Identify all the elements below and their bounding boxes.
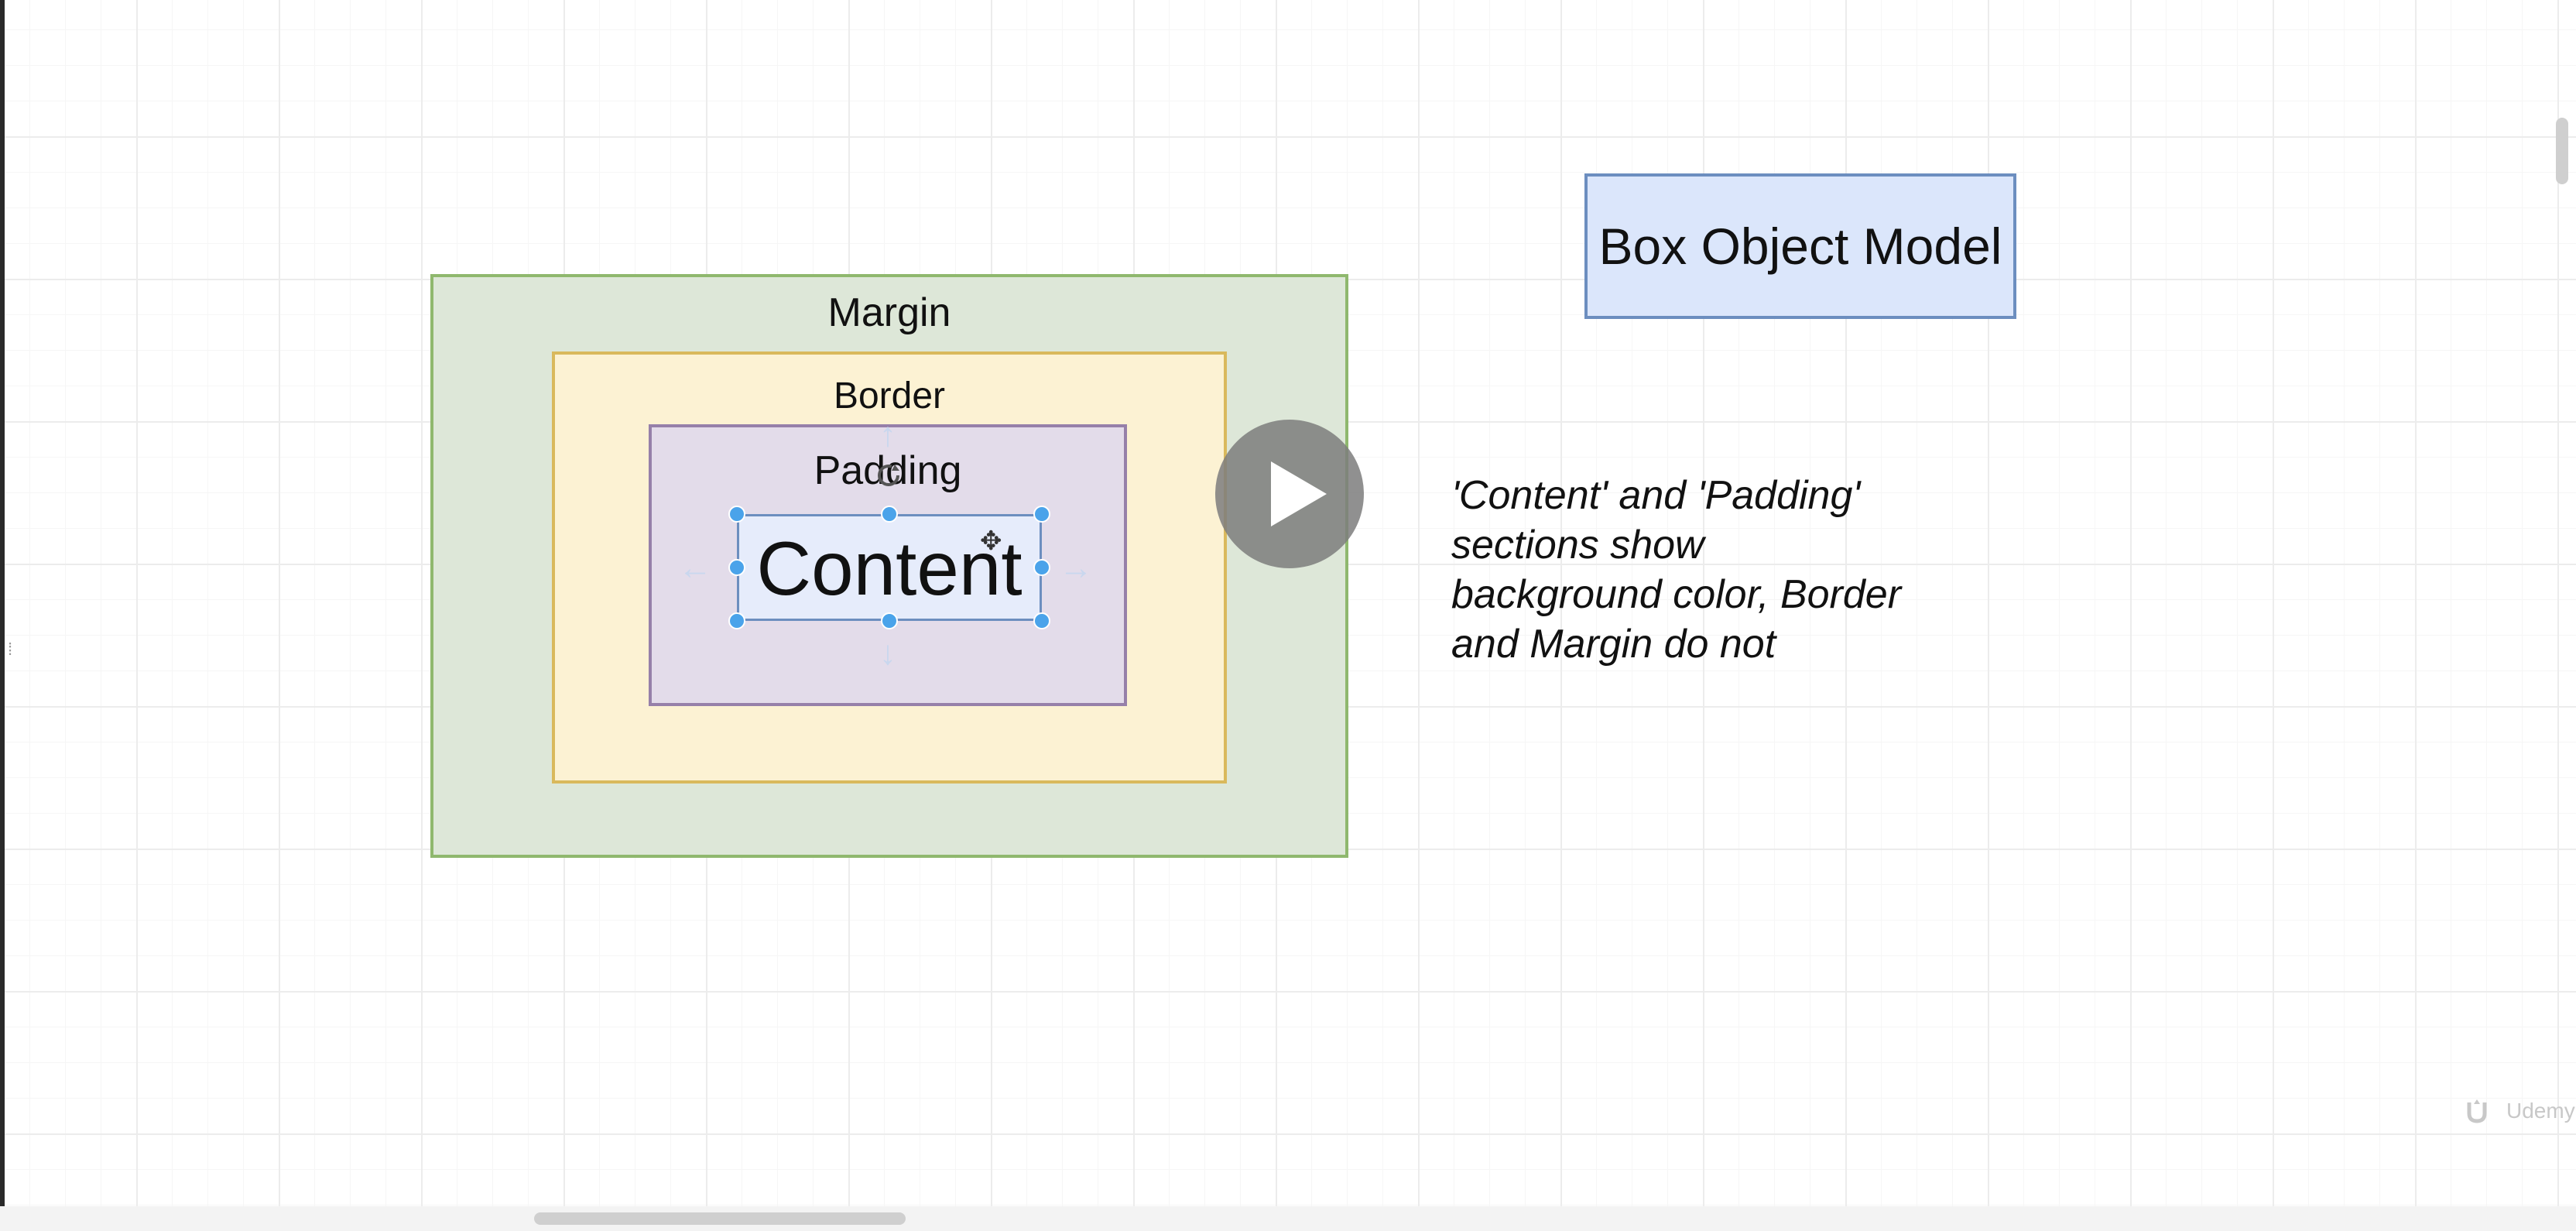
guide-arrow-right-icon[interactable]: →: [1059, 549, 1093, 587]
resize-handle-top-right[interactable]: [1033, 506, 1050, 523]
resize-handle-top[interactable]: [881, 506, 898, 523]
resize-handle-bottom-left[interactable]: [728, 612, 745, 629]
vertical-scroll-thumb[interactable]: [2556, 118, 2568, 184]
title-box-shape[interactable]: Box Object Model: [1584, 173, 2016, 319]
move-cursor-icon: ✥: [980, 526, 1002, 556]
play-button[interactable]: [1215, 420, 1364, 568]
resize-handle-left[interactable]: [728, 559, 745, 576]
annotation-line: and Margin do not: [1451, 622, 1776, 667]
annotation-line: background color, Border: [1451, 572, 1902, 617]
resize-handle-top-left[interactable]: [728, 506, 745, 523]
border-label: Border: [833, 375, 946, 417]
resize-handle-bottom[interactable]: [881, 612, 898, 629]
guide-arrow-down-icon[interactable]: ↓: [879, 634, 896, 672]
content-label: Content: [756, 526, 1023, 611]
window-left-edge: [0, 0, 5, 1231]
horizontal-scroll-thumb[interactable]: [534, 1212, 906, 1225]
rotate-icon[interactable]: [875, 461, 903, 489]
guide-arrow-up-icon[interactable]: ↑: [879, 416, 896, 454]
resize-handle-right[interactable]: [1033, 559, 1050, 576]
panel-resize-handle[interactable]: ⁞: [8, 640, 13, 659]
udemy-watermark: Udemy: [2466, 1098, 2575, 1124]
annotation-line: sections show: [1451, 523, 1704, 567]
annotation-text[interactable]: 'Content' and 'Padding' sections show ba…: [1451, 471, 2024, 669]
resize-handle-bottom-right[interactable]: [1033, 612, 1050, 629]
watermark-text: Udemy: [2506, 1099, 2575, 1123]
title-label: Box Object Model: [1598, 218, 2002, 275]
udemy-logo-icon: [2467, 1099, 2487, 1123]
horizontal-scrollbar[interactable]: [0, 1206, 2576, 1231]
annotation-line: 'Content' and 'Padding': [1451, 473, 1861, 518]
margin-label: Margin: [827, 290, 951, 335]
play-icon: [1271, 461, 1327, 526]
guide-arrow-left-icon[interactable]: ←: [678, 549, 712, 587]
